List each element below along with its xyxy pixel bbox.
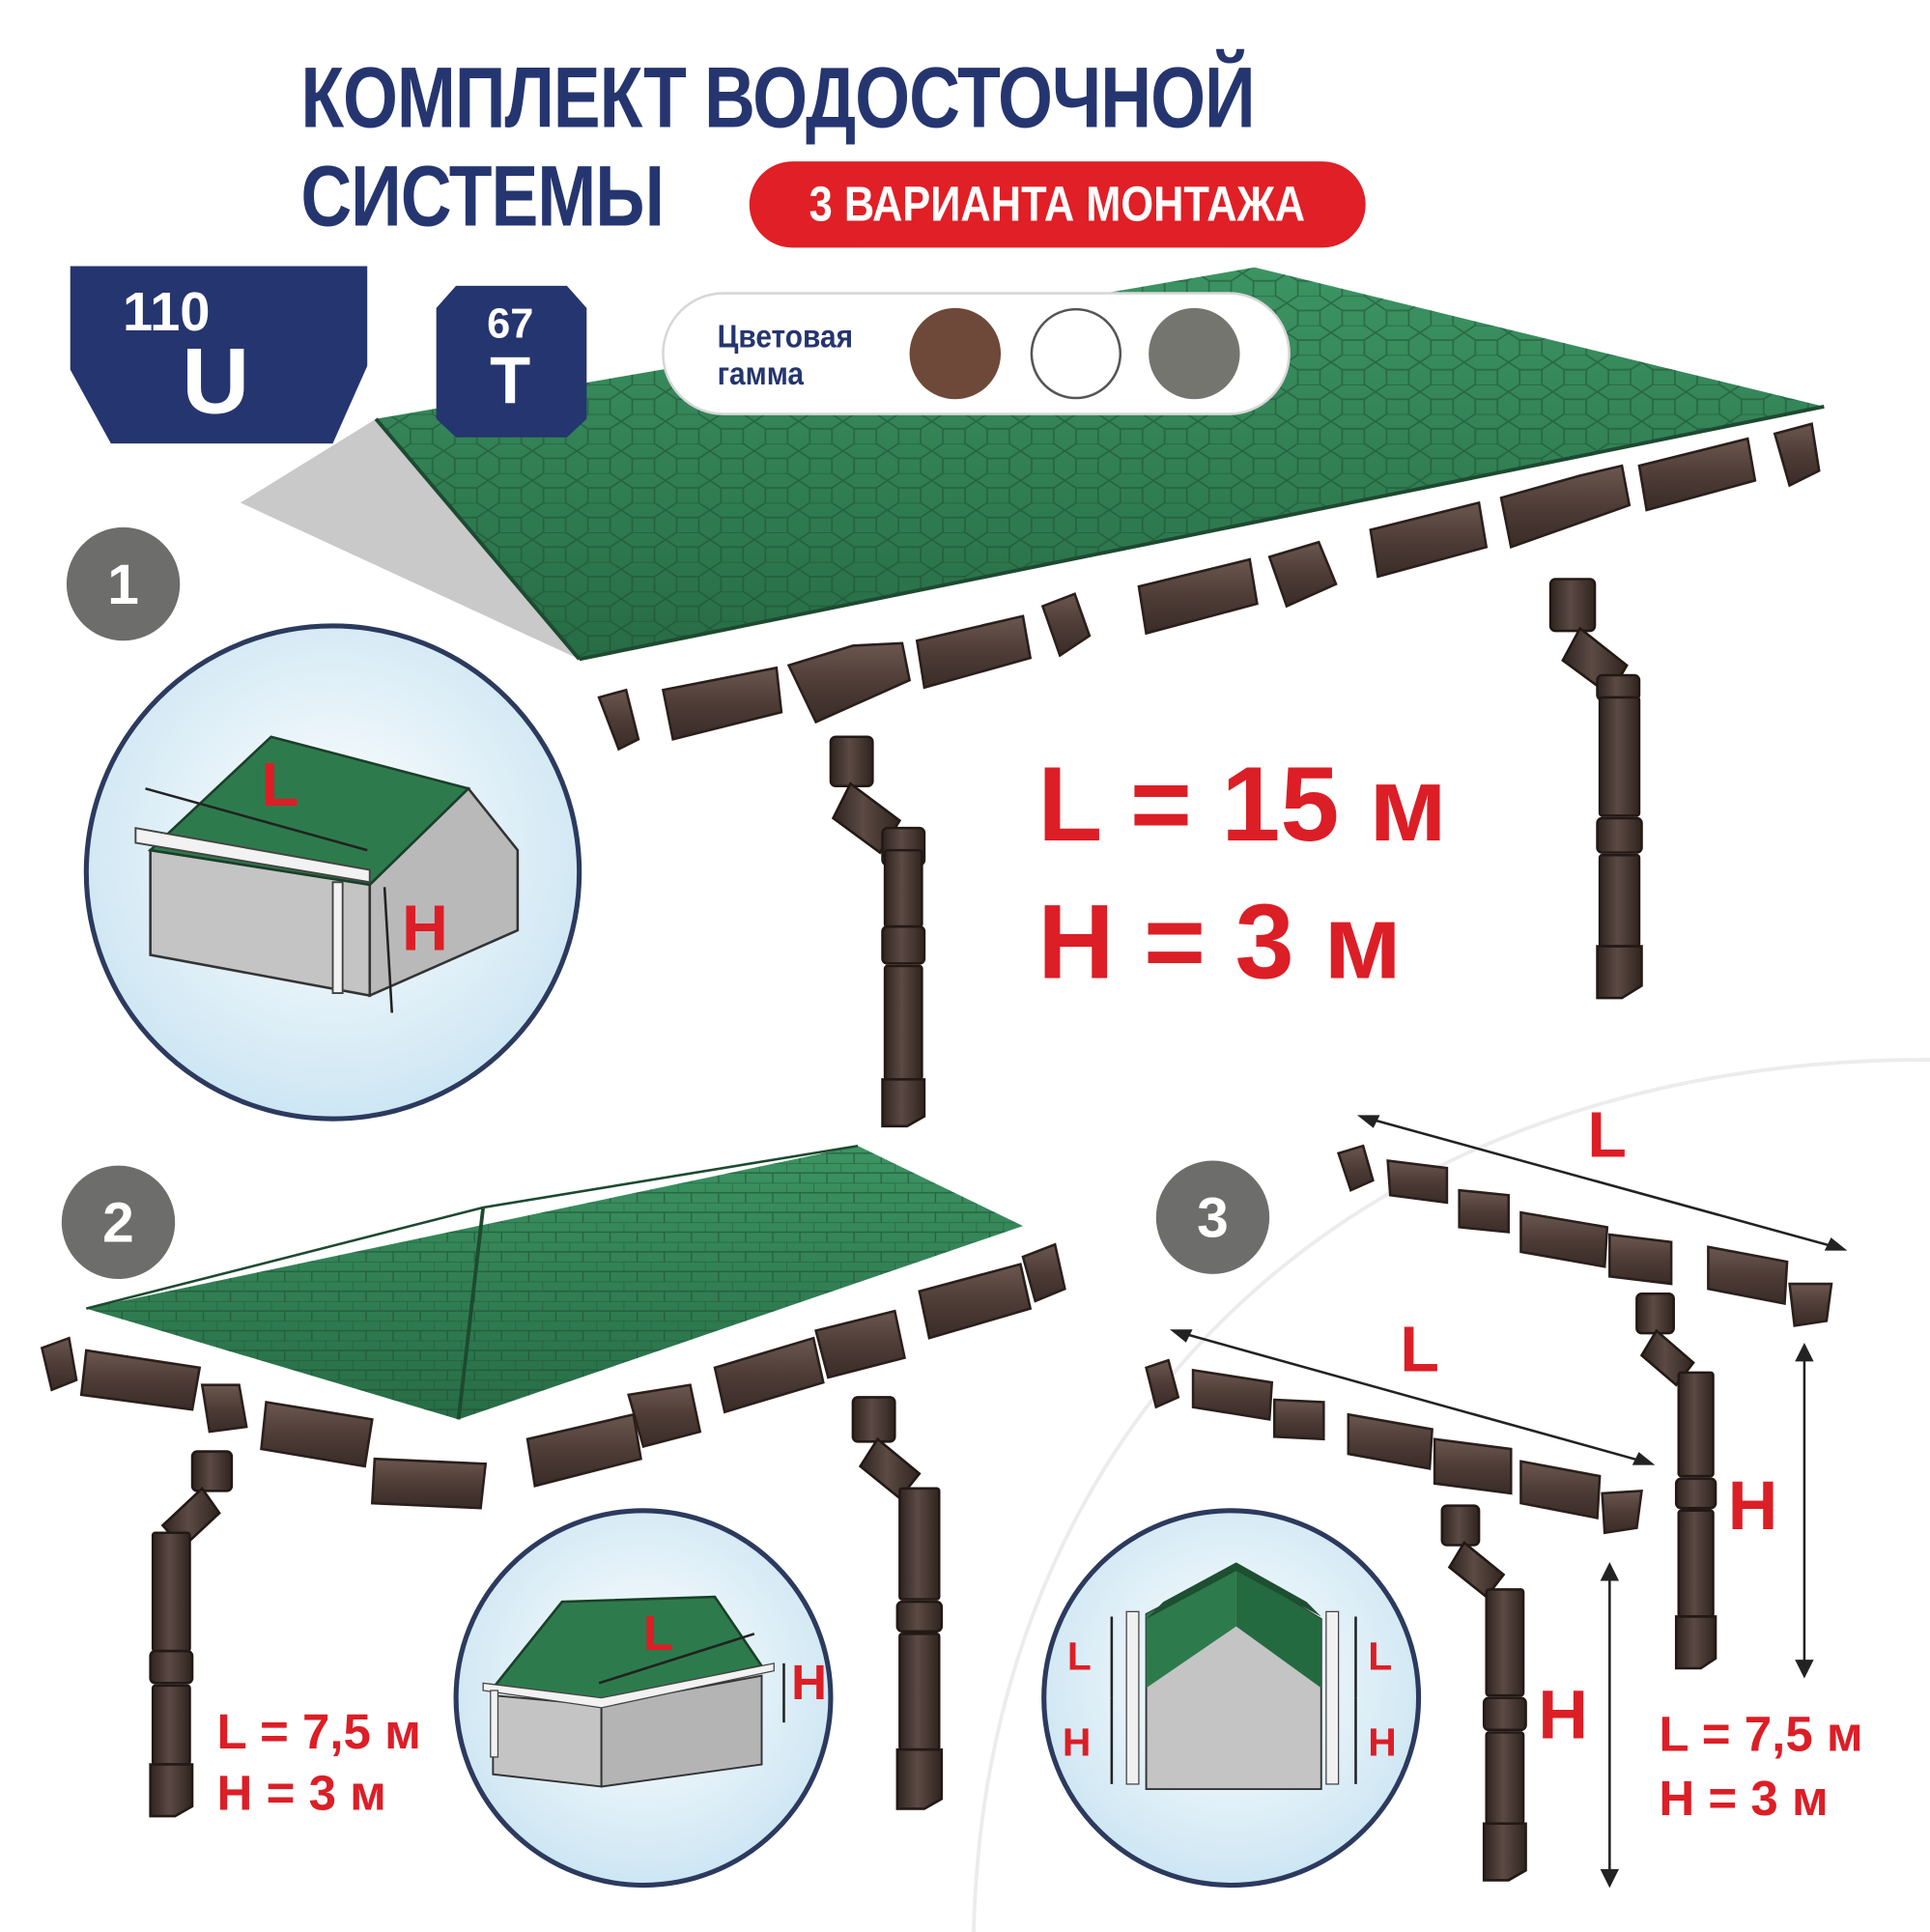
profile-t-letter: T — [490, 343, 531, 418]
variant-3-back-height-label: H — [1727, 1465, 1778, 1545]
gutter-variant-3-front — [1145, 1358, 1643, 1535]
variant-1-number: 1 — [66, 526, 181, 641]
downpipe-variant-1-left — [829, 735, 926, 1128]
downpipe-variant-2-right — [851, 1396, 944, 1810]
profile-u-size: 110 — [122, 282, 211, 343]
downpipe-variant-3-front — [1440, 1504, 1527, 1882]
roof-variant-2 — [85, 1144, 1023, 1420]
downpipe-variant-1-right — [1548, 578, 1643, 1000]
dimension-lines-variant-3 — [1170, 1115, 1848, 1889]
swatch-brown — [909, 307, 1002, 400]
title-line-1: КОМПЛЕКТ ВОДОСТОЧНОЙ — [300, 49, 1255, 146]
variant-3-number: 3 — [1155, 1160, 1270, 1274]
diagram-circle-variant-3 — [1041, 1508, 1422, 1889]
variant-3-back-length-label: L — [1587, 1100, 1627, 1173]
title-line-2: СИСТЕМЫ — [300, 148, 665, 244]
downpipe-variant-3-back — [1635, 1292, 1717, 1670]
variant-2-diagram-height-label: H — [791, 1656, 827, 1711]
variant-1-diagram-length-label: L — [261, 750, 299, 820]
gutter-variant-3-back — [1337, 1144, 1833, 1327]
color-palette-label: Цветовая гамма — [717, 318, 854, 392]
profile-t-size: 67 — [487, 300, 534, 348]
diagram-circle-variant-1 — [83, 623, 582, 1122]
variant-3-height: H = 3 м — [1659, 1772, 1829, 1827]
diagram-circle-variant-2 — [453, 1508, 834, 1889]
variant-2-diagram-length-label: L — [643, 1606, 674, 1662]
mounting-options-badge: 3 ВАРИАНТА МОНТАЖА — [749, 161, 1366, 248]
downpipe-variant-2-left — [149, 1450, 234, 1818]
variant-1-height: H = 3 м — [1037, 883, 1403, 1002]
variant-3-diagram-height-left: H — [1062, 1719, 1092, 1765]
mounting-options-text: 3 ВАРИАНТА МОНТАЖА — [809, 177, 1306, 232]
variant-3-length: L = 7,5 м — [1659, 1707, 1863, 1762]
variant-1-length: L = 15 м — [1037, 745, 1448, 865]
variant-3-front-length-label: L — [1400, 1314, 1439, 1386]
variant-1-diagram-height-label: H — [401, 893, 448, 965]
variant-3-diagram-height-right: H — [1368, 1719, 1397, 1765]
variant-3-diagram-length-right: L — [1368, 1634, 1393, 1679]
variant-3-diagram-length-left: L — [1066, 1634, 1092, 1679]
variant-3-front-height-label: H — [1538, 1675, 1588, 1754]
variant-2-height: H = 3 м — [216, 1767, 386, 1822]
gutter-variant-1 — [597, 422, 1821, 752]
swatch-grey — [1149, 307, 1240, 400]
profile-u-letter: U — [182, 328, 250, 434]
background-arc — [972, 1058, 1930, 1932]
gutter-variant-2 — [40, 1242, 1066, 1510]
variant-2-length: L = 7,5 м — [216, 1705, 421, 1760]
profile-t-shape — [436, 285, 587, 438]
profile-u-shape — [70, 266, 368, 444]
swatch-white — [1030, 307, 1122, 400]
variant-2-number: 2 — [61, 1165, 176, 1279]
